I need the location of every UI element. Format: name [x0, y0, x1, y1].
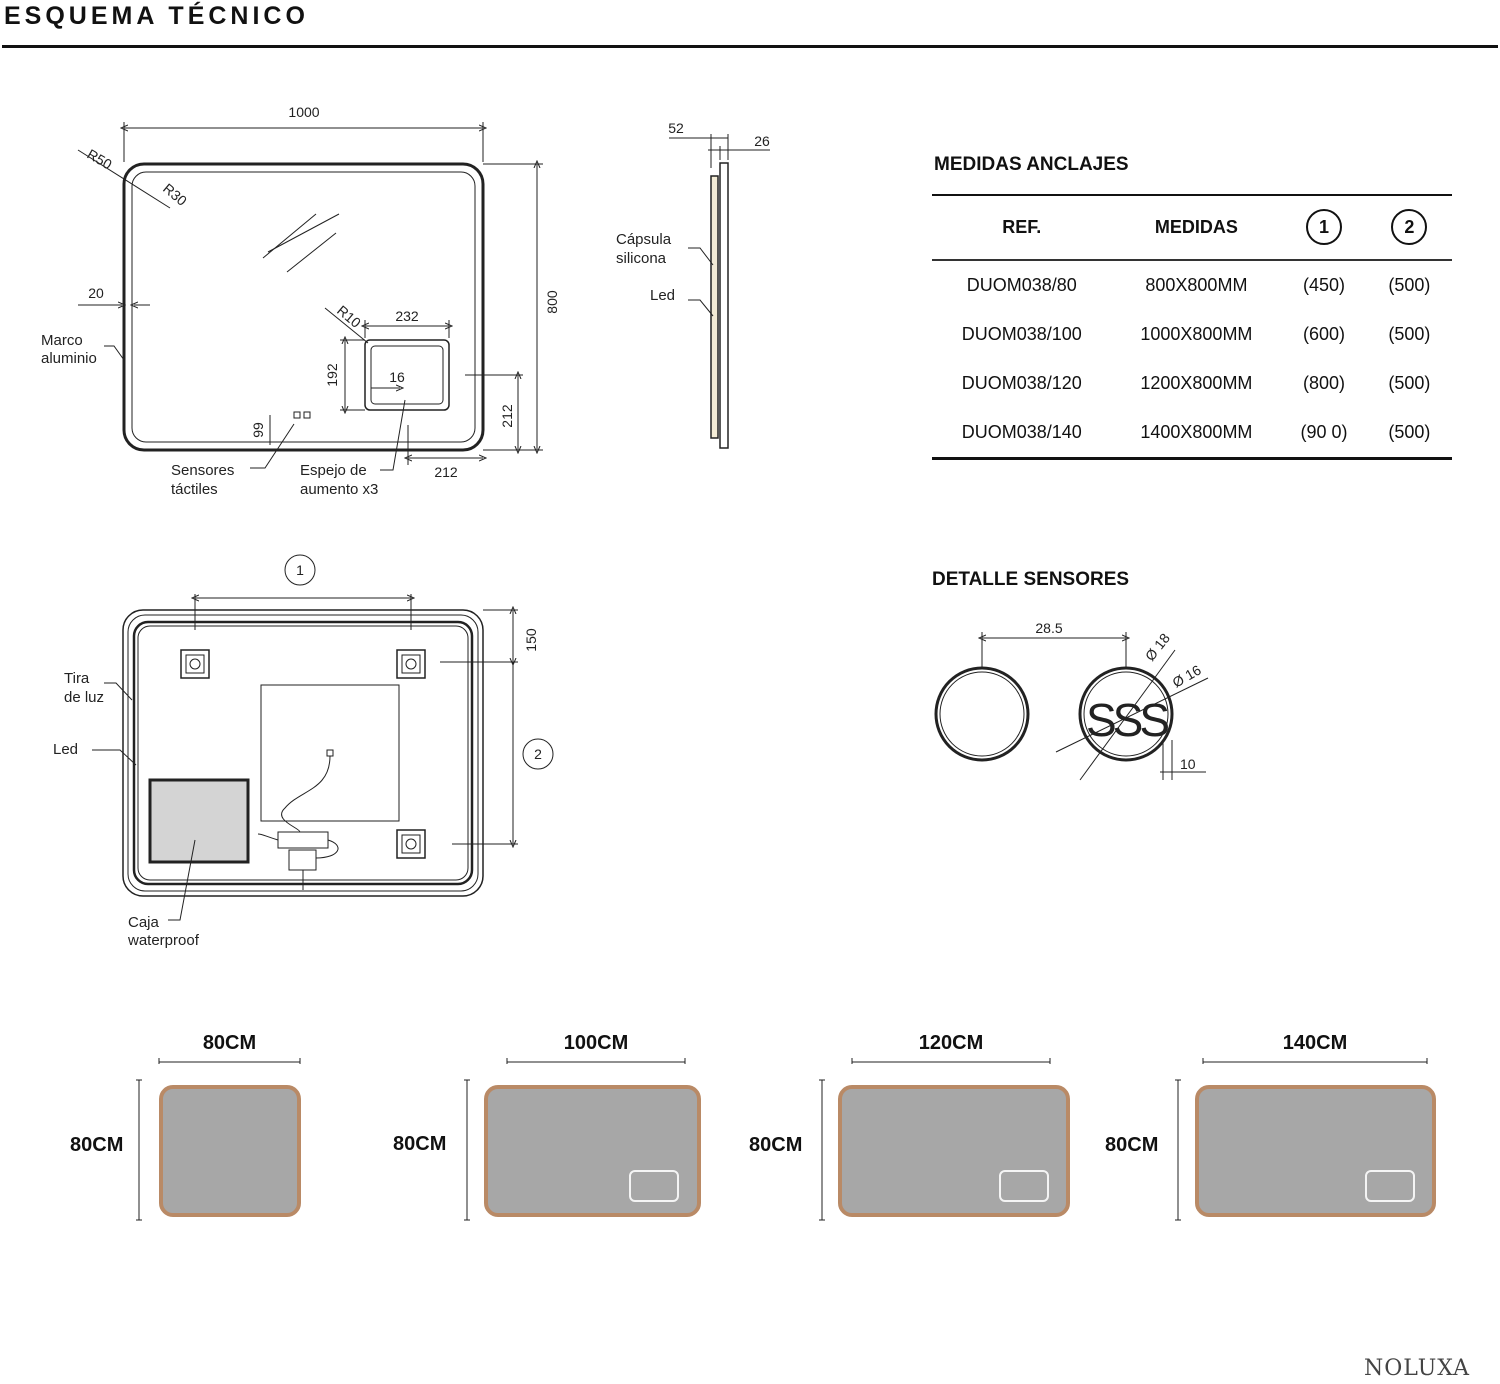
cell-c2: (500): [1366, 408, 1452, 460]
col-c1: 1: [1305, 209, 1342, 245]
strip-label-2: de luz: [64, 689, 104, 706]
size-80-height: 80CM: [70, 1134, 124, 1156]
cell-medidas: 800X800MM: [1145, 275, 1248, 295]
cell-c2: (500): [1388, 373, 1431, 393]
cell-ref: DUOM038/140: [932, 408, 1112, 460]
dim-depth-total: 52: [668, 120, 684, 136]
dim-magnifier-height: 192: [324, 363, 340, 387]
size-140-height: 80CM: [1105, 1134, 1159, 1156]
box-label-2: waterproof: [127, 932, 200, 949]
size-120-height: 80CM: [749, 1134, 803, 1156]
title-rule: [2, 45, 1498, 48]
size-80-width: 80CM: [202, 1032, 257, 1054]
dim-depth-part: 26: [754, 133, 770, 149]
capsule-label-2: silicona: [616, 250, 667, 267]
magnifier-label-1: Espejo de: [300, 462, 367, 479]
anchor-mark-1: 1: [296, 562, 304, 578]
dim-magnifier-radius: R10: [334, 302, 364, 331]
table-row: DUOM038/100 1000X800MM (600) (500): [932, 310, 1452, 359]
cell-c1: (600): [1302, 324, 1345, 344]
sensor-detail: [934, 632, 1209, 781]
mirror-120: [838, 1085, 1070, 1217]
mirror-140: [1195, 1085, 1436, 1217]
size-100-height: 80CM: [393, 1133, 447, 1155]
size-140-width: 140CM: [1282, 1032, 1348, 1054]
back-view: [92, 554, 554, 921]
dim-sensor-inner: Ø 16: [1170, 661, 1204, 690]
dim-sensor-spacing: 28.5: [1035, 620, 1062, 636]
strip-label-1: Tira: [64, 670, 90, 687]
sensor-icon: [303, 411, 311, 419]
cell-ref: DUOM038/120: [961, 373, 1082, 393]
dim-width: 1000: [288, 104, 319, 120]
cell-ref: DUOM038/100: [961, 324, 1082, 344]
frame-label-2: aluminio: [41, 350, 97, 367]
cell-medidas: 1000X800MM: [1140, 324, 1253, 344]
sensors-label-2: táctiles: [171, 481, 218, 498]
cell-medidas: 1200X800MM: [1140, 373, 1253, 393]
dim-height: 800: [544, 290, 560, 314]
table-header-row: REF. MEDIDAS 1 2: [932, 195, 1452, 261]
capsule-label-1: Cápsula: [616, 231, 672, 248]
cell-c1: (450): [1302, 275, 1345, 295]
mirror-80: [159, 1085, 301, 1217]
brand-logo: NOLUXA: [1364, 1356, 1470, 1381]
dim-top-anchor: 150: [523, 628, 539, 652]
size-variants: [136, 1058, 1436, 1221]
anchor-icon: [396, 829, 426, 859]
mirror-100: [484, 1085, 701, 1217]
cell-c2: (500): [1388, 275, 1431, 295]
sensor-symbol: SSS: [1086, 694, 1168, 746]
dim-magnifier-width: 232: [395, 308, 419, 324]
dim-magnifier-inner: 16: [389, 369, 405, 385]
cell-c1: (800): [1302, 373, 1345, 393]
magnifier-label-2: aumento x3: [300, 481, 378, 498]
side-view: [669, 134, 770, 449]
dim-magnifier-y: 212: [499, 404, 515, 428]
sensor-icon: [293, 411, 301, 419]
anchors-title: MEDIDAS ANCLAJES: [934, 154, 1129, 175]
anchor-icon: [396, 649, 426, 679]
dim-sensor-depth: 10: [1180, 756, 1196, 772]
box-label-1: Caja: [128, 914, 160, 931]
dim-r-outer: R50: [85, 146, 115, 173]
dim-sensor: 99: [250, 422, 266, 438]
table-row: DUOM038/80 800X800MM (450) (500): [932, 260, 1452, 310]
table-row: DUOM038/140 1400X800MM (90 0) (500): [932, 408, 1452, 460]
col-ref: REF.: [932, 195, 1112, 261]
anchor-mark-2: 2: [534, 746, 542, 762]
size-100-width: 100CM: [563, 1032, 629, 1054]
dim-frame-offset: 20: [88, 285, 104, 301]
side-led-label: Led: [650, 287, 675, 304]
col-medidas: MEDIDAS: [1111, 195, 1282, 261]
cell-medidas: 1400X800MM: [1111, 408, 1282, 460]
col-c2: 2: [1391, 209, 1428, 245]
magnifier-outline: [364, 339, 450, 411]
size-120-width: 120CM: [918, 1032, 984, 1054]
front-view: [77, 122, 543, 471]
cell-c2: (500): [1388, 324, 1431, 344]
page-title: ESQUEMA TÉCNICO: [4, 2, 309, 30]
back-led-label: Led: [53, 741, 78, 758]
frame-label-1: Marco: [41, 332, 83, 349]
anchor-icon: [180, 649, 210, 679]
anchors-table: REF. MEDIDAS 1 2 DUOM038/80 800X800MM (4…: [932, 195, 1452, 460]
table-row: DUOM038/120 1200X800MM (800) (500): [932, 359, 1452, 408]
dim-magnifier-x: 212: [434, 464, 458, 480]
cell-ref: DUOM038/80: [966, 275, 1077, 295]
mirror-inner-outline: [131, 171, 476, 443]
cell-c1: (90 0): [1281, 408, 1367, 460]
sensors-title: DETALLE SENSORES: [932, 569, 1130, 590]
sensors-label-1: Sensores: [171, 462, 234, 479]
